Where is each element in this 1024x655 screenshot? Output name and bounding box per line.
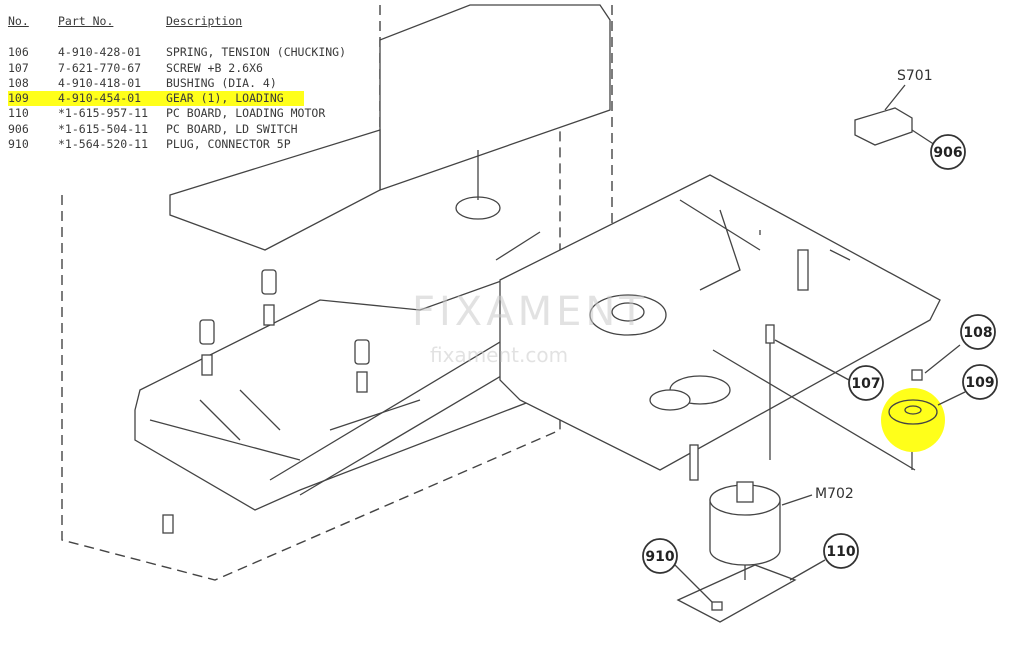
bushing-108 <box>911 369 923 381</box>
gear-109-highlight <box>881 388 945 452</box>
header-part-no: Part No. <box>58 14 114 28</box>
cell-part-no: *1-615-957-11 <box>58 106 149 121</box>
table-row: 110 *1-615-957-11 PC BOARD, LOADING MOTOR <box>8 106 346 121</box>
svg-text:110: 110 <box>826 544 855 560</box>
cell-no: 910 <box>8 137 29 152</box>
cell-description: BUSHING (DIA. 4) <box>166 75 277 90</box>
svg-text:910: 910 <box>645 549 674 565</box>
screw-107 <box>765 324 775 344</box>
callout-109: 109 <box>962 364 998 400</box>
cell-no: 107 <box>8 60 29 75</box>
table-row: 906 *1-615-504-11 PC BOARD, LD SWITCH <box>8 122 346 137</box>
pc-board-110 <box>676 564 797 623</box>
callout-910: 910 <box>642 538 678 574</box>
cell-description: PC BOARD, LD SWITCH <box>166 121 298 136</box>
screws <box>162 304 775 534</box>
callout-108: 108 <box>960 314 996 350</box>
callout-107: 107 <box>848 365 884 401</box>
svg-text:107: 107 <box>851 376 880 392</box>
svg-text:109: 109 <box>965 375 994 391</box>
table-row: 106 4-910-428-01 SPRING, TENSION (CHUCKING… <box>8 45 346 60</box>
cell-no: 108 <box>8 75 29 90</box>
callout-110: 110 <box>823 533 859 569</box>
watermark-brand: FIXAMENT <box>412 289 648 335</box>
cell-part-no: *1-615-504-11 <box>58 121 149 136</box>
table-row-highlighted: 109 4-910-454-01 GEAR (1), LOADING <box>8 91 304 107</box>
header-no: No. <box>8 14 29 28</box>
mechanism-deck <box>499 174 941 471</box>
header-description: Description <box>166 14 243 28</box>
parts-table: No. Part No. Description 106 4-910-428-01… <box>8 14 346 152</box>
watermark-url: fixament.com <box>430 343 568 367</box>
switch-post <box>797 249 809 291</box>
cell-part-no: *1-564-520-11 <box>58 137 149 152</box>
table-row: 107 7-621-770-67 SCREW +B 2.6X6 <box>8 61 346 76</box>
dashed-guide-left <box>61 100 561 581</box>
cell-no: 106 <box>8 45 29 60</box>
cell-part-no: 4-910-418-01 <box>58 75 142 90</box>
label-s701: S701 <box>897 68 933 84</box>
svg-text:108: 108 <box>963 325 992 341</box>
svg-text:906: 906 <box>933 145 962 161</box>
cell-part-no: 7-621-770-67 <box>58 60 142 75</box>
gear-109 <box>888 399 938 425</box>
cell-no: 109 <box>8 91 29 106</box>
callout-906: 906 <box>930 134 966 170</box>
cell-description: SCREW +B 2.6X6 <box>166 60 263 75</box>
table-row: 910 *1-564-520-11 PLUG, CONNECTOR 5P <box>8 137 346 152</box>
upper-gear <box>455 196 501 220</box>
cell-description: GEAR (1), LOADING <box>166 91 284 106</box>
label-m702: M702 <box>815 486 854 502</box>
cell-no: 906 <box>8 121 29 136</box>
cell-description: SPRING, TENSION (CHUCKING) <box>166 45 347 60</box>
springs <box>199 231 541 365</box>
disc-tray <box>379 4 611 191</box>
table-header: No. Part No. Description <box>8 14 346 29</box>
cell-part-no: 4-910-428-01 <box>58 45 142 60</box>
connector-910 <box>711 601 723 611</box>
cell-description: PC BOARD, LOADING MOTOR <box>166 106 326 121</box>
table-row: 108 4-910-418-01 BUSHING (DIA. 4) <box>8 76 346 91</box>
cell-no: 110 <box>8 106 29 121</box>
switch-s701 <box>854 107 913 146</box>
tray-cover <box>169 129 381 251</box>
cell-description: PLUG, CONNECTOR 5P <box>166 137 291 152</box>
cell-part-no: 4-910-454-01 <box>58 91 142 106</box>
motor-m702 <box>709 481 781 566</box>
